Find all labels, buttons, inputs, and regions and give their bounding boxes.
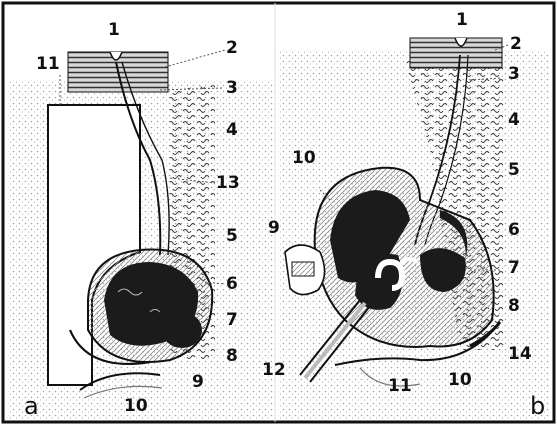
panel-a-label-7: 7	[226, 312, 238, 329]
panel-a-label-3: 3	[226, 80, 238, 97]
panel-b-label-2: 2	[510, 36, 522, 53]
panel-b-label-10-bottom: 10	[448, 372, 472, 389]
panel-b-label-11: 11	[388, 378, 412, 395]
panel-a-label-5: 5	[226, 228, 238, 245]
panel-a-label-6: 6	[226, 276, 238, 293]
panel-b-letter: b	[530, 394, 545, 418]
panel-a-label-9: 9	[192, 374, 204, 391]
panel-b-label-1: 1	[456, 12, 468, 29]
panel-a-label-4: 4	[226, 122, 238, 139]
panel-b-label-10-top: 10	[292, 150, 316, 167]
panel-a-label-8: 8	[226, 348, 238, 365]
panel-b-label-4: 4	[508, 112, 520, 129]
panel-b-label-5: 5	[508, 162, 520, 179]
panel-b-label-3: 3	[508, 66, 520, 83]
panel-b-label-7: 7	[508, 260, 520, 277]
panel-a-label-11: 11	[36, 56, 60, 73]
panel-a-label-1: 1	[108, 22, 120, 39]
panel-b-label-8: 8	[508, 298, 520, 315]
panel-a-label-13: 13	[216, 175, 240, 192]
panel-b-label-12: 12	[262, 362, 286, 379]
panel-b-label-14: 14	[508, 346, 532, 363]
panel-a-label-2: 2	[226, 40, 238, 57]
panel-a-letter: a	[24, 394, 39, 418]
panel-b-label-6: 6	[508, 222, 520, 239]
panel-a-label-10: 10	[124, 398, 148, 415]
panel-b-label-9: 9	[268, 220, 280, 237]
